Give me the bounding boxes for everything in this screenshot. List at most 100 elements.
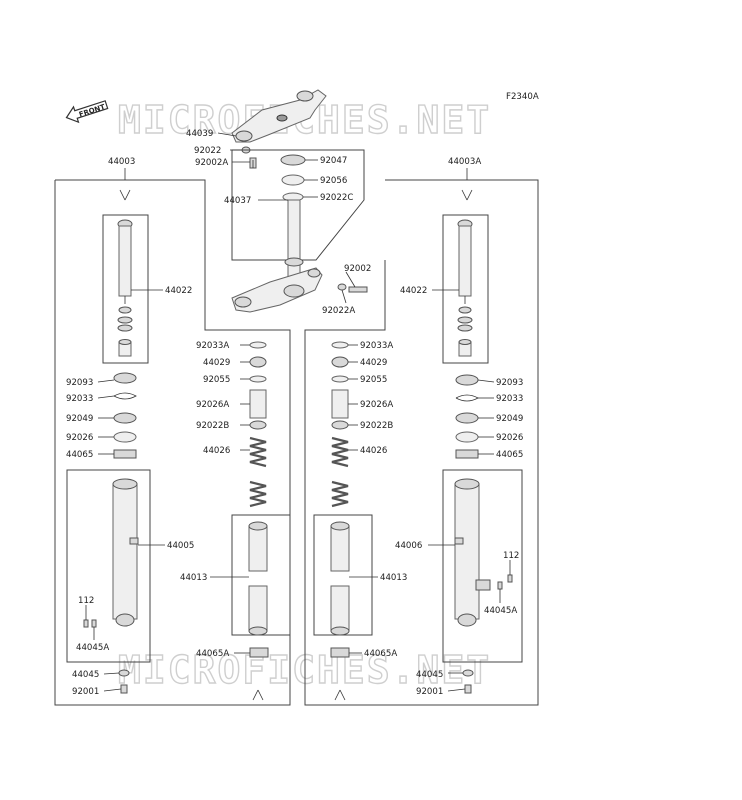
left-part-92026A — [249, 389, 267, 419]
right-fork-frame — [304, 179, 539, 706]
left-bolt-92001 — [120, 684, 128, 694]
label-44022-left: 44022 — [165, 286, 192, 296]
label-112-right: 112 — [503, 551, 519, 561]
right-part-92022B — [331, 420, 349, 430]
watermark-bottom: MICROFICHES.NET — [118, 648, 491, 692]
right-part-92055 — [331, 375, 349, 383]
left-outer-tube-frame — [66, 469, 151, 663]
label-92056: 92056 — [320, 176, 347, 186]
label-92055-left: 92055 — [203, 375, 230, 385]
washer-92022A — [337, 283, 347, 291]
label-44039: 44039 — [186, 129, 213, 139]
label-92049-right: 92049 — [496, 414, 523, 424]
stem-frame — [231, 149, 365, 261]
left-part-92093 — [113, 372, 137, 384]
left-washer-44045 — [118, 669, 130, 677]
label-92022B-left: 92022B — [196, 421, 229, 431]
left-part-44045A — [91, 619, 97, 628]
label-44065A-right: 44065A — [364, 649, 397, 659]
label-92026-right: 92026 — [496, 433, 523, 443]
label-92093-right: 92093 — [496, 378, 523, 388]
bolt-92002A — [249, 157, 257, 169]
left-part-92026 — [113, 431, 137, 443]
label-44045-left: 44045 — [72, 670, 99, 680]
label-92033A-left: 92033A — [196, 341, 229, 351]
right-part-44065A — [330, 647, 350, 658]
right-part-44065 — [455, 449, 479, 459]
left-part-44065A — [249, 647, 269, 658]
left-fork-frame — [54, 179, 291, 706]
right-part-44029 — [331, 356, 349, 368]
label-44026-right: 44026 — [360, 446, 387, 456]
label-44045A-left: 44045A — [76, 643, 109, 653]
right-part-92026A — [331, 389, 349, 419]
right-bolt-92001 — [464, 684, 472, 694]
assembly-arrows — [119, 168, 473, 701]
right-part-92026 — [455, 431, 479, 443]
label-44013-left: 44013 — [180, 573, 207, 583]
right-inner-tube-frame — [313, 514, 373, 636]
label-44065A-left: 44065A — [196, 649, 229, 659]
right-washer-44045 — [462, 669, 474, 677]
left-part-92033A — [249, 341, 267, 349]
label-44045A-right: 44045A — [484, 606, 517, 616]
left-part-92049 — [113, 412, 137, 424]
label-92002: 92002 — [344, 264, 371, 274]
label-92026-left: 92026 — [66, 433, 93, 443]
label-92026A-right: 92026A — [360, 400, 393, 410]
part-92047 — [280, 154, 306, 166]
label-92001-left: 92001 — [72, 687, 99, 697]
label-92022B-right: 92022B — [360, 421, 393, 431]
right-inner-cartridge-frame — [442, 214, 489, 364]
label-44037: 44037 — [224, 196, 251, 206]
right-part-92033A — [331, 341, 349, 349]
right-bolt-112 — [507, 574, 513, 583]
label-44003A: 44003A — [448, 157, 481, 167]
right-part-92033 — [455, 394, 479, 402]
left-inner-tube-frame — [231, 514, 291, 636]
steering-stem-44037 — [231, 199, 323, 313]
label-92022C: 92022C — [320, 193, 353, 203]
left-part-44065 — [113, 449, 137, 459]
front-arrow-icon: FRONT — [65, 100, 109, 124]
label-44065-left: 44065 — [66, 450, 93, 460]
label-44026-left: 44026 — [203, 446, 230, 456]
right-part-44045A — [497, 581, 503, 590]
label-44022-right: 44022 — [400, 286, 427, 296]
label-92047: 92047 — [320, 156, 347, 166]
label-44029-right: 44029 — [360, 358, 387, 368]
label-92033-left: 92033 — [66, 394, 93, 404]
label-44006: 44006 — [395, 541, 422, 551]
left-part-44029 — [249, 356, 267, 368]
label-44003: 44003 — [108, 157, 135, 167]
label-92002A: 92002A — [195, 158, 228, 168]
label-92093-left: 92093 — [66, 378, 93, 388]
left-cartridge-44022 — [117, 219, 133, 357]
label-92022: 92022 — [194, 146, 221, 156]
right-part-92093 — [455, 374, 479, 386]
label-92001-right: 92001 — [416, 687, 443, 697]
left-spring-44026 — [249, 436, 267, 508]
label-92033-right: 92033 — [496, 394, 523, 404]
label-44013-right: 44013 — [380, 573, 407, 583]
label-92033A-right: 92033A — [360, 341, 393, 351]
left-outer-tube-44005 — [112, 478, 139, 627]
bolt-92002 — [348, 286, 368, 293]
label-44029-left: 44029 — [203, 358, 230, 368]
left-inner-tube-44013 — [248, 521, 268, 636]
left-inner-cartridge-frame — [102, 214, 149, 364]
right-outer-tube-44006 — [454, 478, 491, 627]
label-92026A-left: 92026A — [196, 400, 229, 410]
right-cartridge-44022 — [457, 219, 473, 357]
right-inner-tube-44013 — [330, 521, 350, 636]
label-44005: 44005 — [167, 541, 194, 551]
part-92056 — [281, 174, 305, 186]
right-outer-tube-frame — [442, 469, 523, 663]
label-92049-left: 92049 — [66, 414, 93, 424]
label-44045-right: 44045 — [416, 670, 443, 680]
label-92055-right: 92055 — [360, 375, 387, 385]
label-112-left: 112 — [78, 596, 94, 606]
diagram-code: F2340A — [506, 92, 539, 102]
left-part-92055 — [249, 375, 267, 383]
